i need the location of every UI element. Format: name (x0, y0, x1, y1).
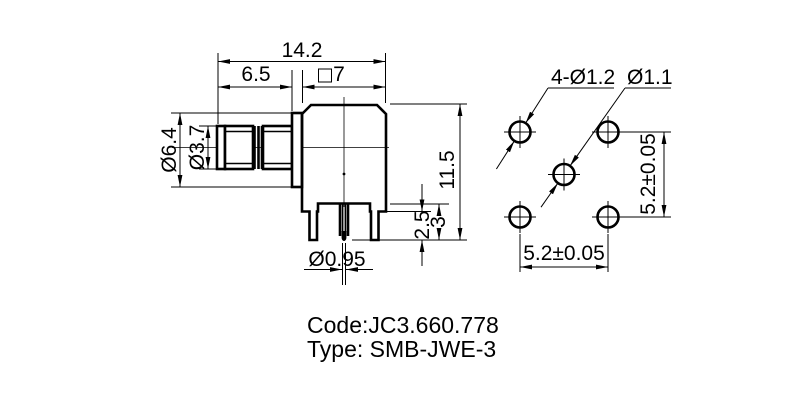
hole-top-left (504, 116, 536, 148)
barrel-section-b (261, 124, 294, 171)
hole-bottom-left (504, 201, 536, 233)
dim-total-height: 11.5 (436, 150, 459, 189)
hole-center (548, 158, 580, 191)
dim-body-square: 7 (333, 63, 345, 86)
side-dimension-lines (177, 59, 463, 272)
code-line: Code:JC3.660.778 (307, 312, 499, 338)
center-pin (338, 203, 350, 241)
pin-tip (341, 231, 347, 241)
dim-flange-diameter: Ø6.4 (158, 127, 181, 173)
body-outline (300, 103, 388, 242)
footprint-view: 4-Ø1.2 Ø1.1 5.2±0.05 5.2±0.05 (495, 66, 673, 272)
title-block: Code:JC3.660.778 Type: SMB-JWE-3 (307, 312, 499, 362)
dim-horizontal-pitch: 5.2±0.05 (523, 242, 605, 265)
dim-pin-diameter: Ø0.95 (308, 248, 365, 271)
footprint-dimension-lines (519, 131, 671, 272)
type-line: Type: SMB-JWE-3 (307, 336, 496, 362)
side-view: 14.2 6.5 7 Ø6.4 Ø3.7 11.5 2.5 3 Ø0.95 (158, 39, 467, 285)
hole-leaders (495, 87, 671, 208)
label-center-hole: Ø1.1 (627, 66, 673, 89)
dim-pin-protrusion: 3 (427, 216, 450, 228)
side-extension-lines (171, 53, 467, 285)
barrel-outline (215, 111, 304, 189)
label-corner-holes: 4-Ø1.2 (551, 66, 615, 89)
body-center-mark (342, 172, 346, 176)
dim-vertical-pitch: 5.2±0.05 (637, 133, 660, 215)
mounting-holes (504, 116, 624, 233)
leader-center-hole-upper (569, 87, 626, 167)
hole-bottom-right (592, 201, 624, 233)
dim-barrel-diameter: Ø3.7 (186, 125, 209, 171)
leader-center-hole-lower (540, 182, 559, 208)
hole-top-right (592, 116, 624, 148)
leader-corner-holes-lower (495, 140, 515, 170)
barrel-section-a (223, 124, 255, 171)
dim-front-length: 6.5 (241, 63, 270, 86)
dim-leg-protrusion: 2.5 (411, 210, 434, 239)
barrel-flange (290, 111, 304, 189)
dim-total-width: 14.2 (282, 39, 323, 62)
square-symbol (318, 68, 332, 83)
leader-corner-holes-upper (525, 87, 549, 124)
